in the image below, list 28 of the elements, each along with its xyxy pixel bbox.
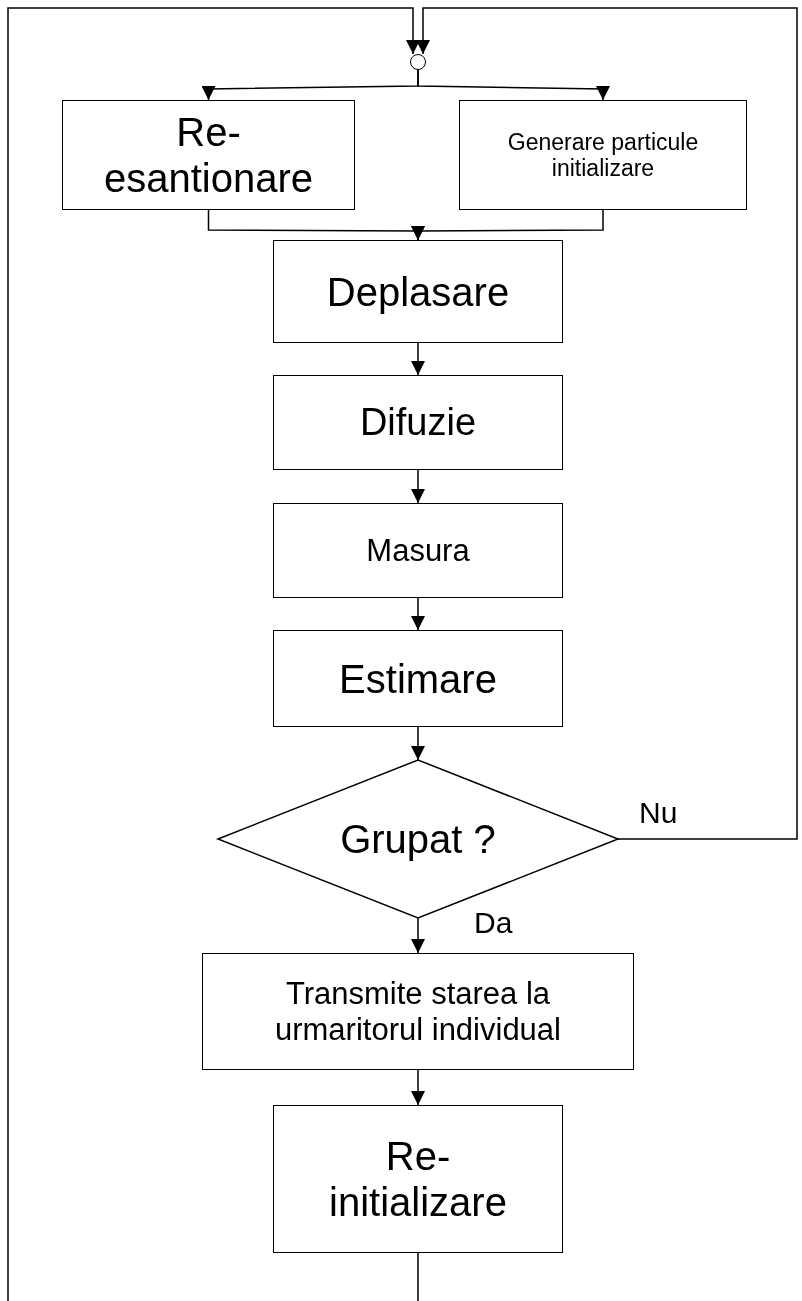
arrow: [411, 469, 425, 504]
step-label: Generare particule initializare: [506, 128, 700, 182]
process-box: [62, 100, 355, 210]
arrow: [411, 209, 604, 241]
decision-label: Grupat ?: [340, 816, 496, 862]
arrow: [416, 7, 798, 840]
step-label: Re- esantionare: [102, 109, 314, 201]
process-box: [273, 240, 563, 343]
step-label: Re- initializare: [328, 1133, 508, 1225]
arrow: [411, 1069, 425, 1106]
step-label: Estimare: [339, 655, 497, 702]
arrow: [417, 69, 610, 101]
arrow: [411, 726, 425, 761]
process-box: [273, 1105, 563, 1253]
junction-circle: [410, 54, 426, 70]
step-label: Difuzie: [359, 400, 477, 445]
process-box: [202, 953, 634, 1070]
process-box: [459, 100, 747, 210]
process-box: [273, 630, 563, 727]
arrow: [411, 597, 425, 631]
process-box: [273, 503, 563, 598]
process-box: [273, 375, 563, 470]
arrow: [411, 917, 425, 954]
step-label: Deplasare: [326, 268, 510, 315]
step-label: Masura: [366, 532, 470, 569]
arrow: [7, 7, 420, 1301]
step-label: Transmite starea la urmaritorul individual: [274, 975, 562, 1048]
arrow: [411, 342, 425, 376]
